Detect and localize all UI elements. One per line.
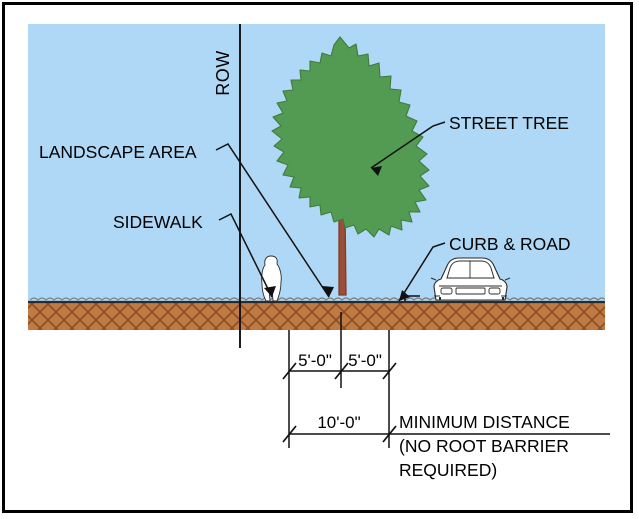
soil-section <box>28 302 605 330</box>
landscape-area-leader <box>215 143 330 298</box>
dim-label-right-segment: 5'-0" <box>348 351 382 370</box>
note-line-1: MINIMUM DISTANCE <box>399 412 570 432</box>
dim-label-total: 10'-0" <box>317 413 360 432</box>
landscape-area-arrow <box>322 286 334 297</box>
sidewalk-label: SIDEWALK <box>113 212 203 232</box>
minimum-distance-note: MINIMUM DISTANCE (NO ROOT BARRIER REQUIR… <box>399 412 570 480</box>
row-label: ROW <box>213 50 233 96</box>
car-windshield <box>446 260 495 279</box>
dim-ticks-five-foot <box>282 362 397 380</box>
curb-road-label: CURB & ROAD <box>449 234 571 254</box>
car-front-view <box>430 257 511 301</box>
street-tree-label: STREET TREE <box>449 113 569 133</box>
street-tree-arrow <box>371 166 382 176</box>
sidewalk-leader <box>218 212 273 298</box>
car-headlight-left <box>440 287 453 295</box>
car-mirrors <box>430 277 511 281</box>
dim-label-left-segment: 5'-0" <box>298 351 332 370</box>
car-wheels <box>439 297 504 300</box>
note-line-2: (NO ROOT BARRIER <box>399 436 569 456</box>
note-line-3: REQUIRED) <box>399 460 497 480</box>
dimension-group: 5'-0" 5'-0" 10'-0" <box>282 312 610 448</box>
scene-group <box>28 24 605 330</box>
dim-ticks-ten-foot <box>282 425 397 443</box>
car-headlight-right <box>488 287 501 295</box>
street-tree <box>271 36 430 296</box>
street-tree-leader <box>370 121 446 169</box>
car-grille <box>455 287 486 295</box>
curb-road-leader <box>398 242 446 302</box>
tree-canopy <box>271 36 430 238</box>
landscape-area-label: LANDSCAPE AREA <box>39 142 197 162</box>
sidewalk-arrow <box>264 286 276 297</box>
grass-texture <box>29 297 605 301</box>
curb-road-arrow <box>399 290 410 301</box>
